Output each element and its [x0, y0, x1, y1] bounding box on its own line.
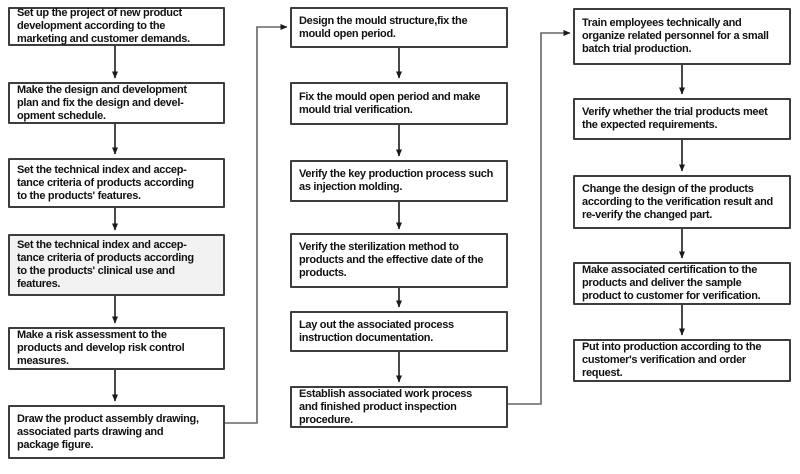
flow-box-label: Set the technical index and accep- tance… — [17, 239, 194, 290]
flow-box-mould-structure: Design the mould structure,fix the mould… — [290, 7, 508, 48]
flow-box-risk-assessment: Make a risk assessment to the products a… — [8, 327, 225, 370]
flow-box-label: Design the mould structure,fix the mould… — [299, 14, 468, 40]
flow-box-label: Verify whether the trial products meet t… — [582, 106, 768, 131]
flow-box-label: Fix the mould open period and make mould… — [299, 90, 481, 116]
connector-left-to-middle — [225, 24, 288, 424]
flow-box-sterilization-method: Verify the sterilization method to produ… — [290, 233, 508, 288]
connector-middle-to-right — [508, 30, 571, 405]
flow-box-label: Verify the key production process such a… — [299, 168, 493, 193]
flow-box-technical-index-clinical: Set the technical index and accep- tance… — [8, 234, 225, 296]
flow-box-label: Change the design of the products accord… — [582, 182, 773, 221]
flow-box-design-plan: Make the design and development plan and… — [8, 82, 225, 124]
flow-box-label: Establish associated work process and fi… — [299, 387, 472, 426]
flow-box-assembly-drawing: Draw the product assembly drawing, assoc… — [8, 405, 225, 459]
flow-box-work-process-inspection: Establish associated work process and fi… — [290, 386, 508, 428]
flow-box-put-into-production: Put into production according to the cus… — [573, 339, 791, 382]
flow-box-mould-trial-verification: Fix the mould open period and make mould… — [290, 82, 508, 125]
flow-box-certification-sample: Make associated certification to the pro… — [573, 262, 791, 305]
flow-box-design-change: Change the design of the products accord… — [573, 175, 791, 229]
flow-box-label: Draw the product assembly drawing, assoc… — [17, 412, 199, 451]
flow-box-label: Set up the project of new product develo… — [17, 7, 190, 45]
flow-box-label: Verify the sterilization method to produ… — [299, 241, 484, 279]
flow-box-label: Lay out the associated process instructi… — [299, 318, 454, 344]
flow-box-label: Train employees technically and organize… — [582, 17, 769, 55]
flow-box-trial-products-verification: Verify whether the trial products meet t… — [573, 98, 791, 140]
flow-box-label: Make a risk assessment to the products a… — [17, 329, 185, 367]
flow-box-process-instruction: Lay out the associated process instructi… — [290, 311, 508, 352]
flow-box-key-production-process: Verify the key production process such a… — [290, 160, 508, 202]
flow-box-label: Set the technical index and accep- tance… — [17, 163, 194, 202]
flow-box-setup-project: Set up the project of new product develo… — [8, 7, 225, 46]
flow-box-label: Make associated certification to the pro… — [582, 264, 761, 302]
flow-box-label: Make the design and development plan and… — [17, 83, 187, 122]
flow-box-train-employees: Train employees technically and organize… — [573, 8, 791, 65]
flow-box-label: Put into production according to the cus… — [582, 341, 762, 379]
flow-box-technical-index-features: Set the technical index and accep- tance… — [8, 158, 225, 208]
